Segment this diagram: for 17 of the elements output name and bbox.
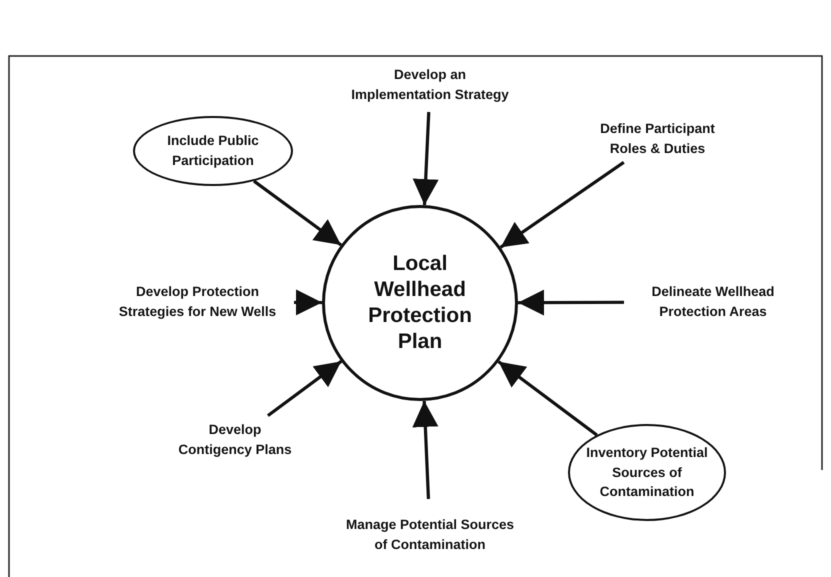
- arrow: [294, 289, 322, 316]
- arrow: [498, 360, 598, 436]
- arrow: [412, 400, 438, 500]
- step-label: Develop Protection Strategies for New Wells: [118, 283, 278, 321]
- arrow: [518, 290, 624, 316]
- plan-title: Local Wellhead Protection Plan: [367, 250, 473, 356]
- step-label: Define Participant Roles & Duties: [599, 120, 716, 158]
- step-label: Include Public Participation: [166, 132, 260, 170]
- arrow: [253, 180, 342, 246]
- arrow: [412, 112, 439, 206]
- arrow: [500, 160, 625, 249]
- step-label: Inventory Potential Sources of Contamination: [585, 444, 709, 502]
- step-label: Delineate Wellhead Protection Areas: [650, 283, 776, 321]
- arrow: [266, 360, 342, 417]
- step-label: Manage Potential Sources of Contamination: [344, 516, 516, 554]
- step-label: Develop Contigency Plans: [177, 421, 293, 459]
- step-label: Develop an Implementation Strategy: [350, 66, 510, 104]
